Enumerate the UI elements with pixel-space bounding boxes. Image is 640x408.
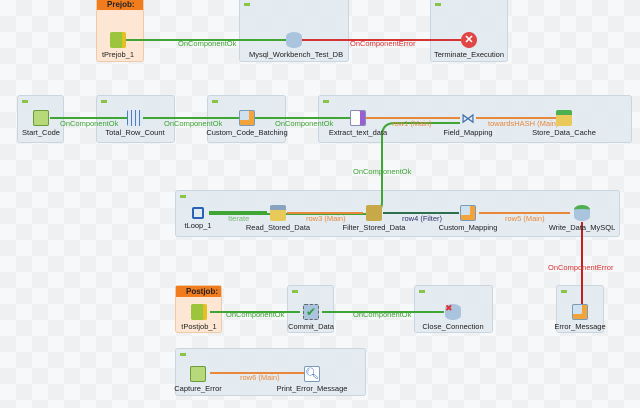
postjob-header: Postjob: xyxy=(176,286,221,297)
extract-subjob[interactable] xyxy=(318,95,632,143)
component-loop[interactable]: tLoop_1 xyxy=(153,205,243,230)
collapse-icon[interactable] xyxy=(419,290,425,293)
prejob-header: Prejob: xyxy=(97,0,143,10)
map-icon: ⋈ xyxy=(461,110,475,126)
component-print[interactable]: 🔍︎ Print_Error_Message xyxy=(267,366,357,393)
component-label: Capture_Error xyxy=(174,384,222,393)
component-label: Close_Connection xyxy=(422,322,484,331)
error-x-icon: ✕ xyxy=(461,32,477,48)
component-read[interactable]: Read_Stored_Data xyxy=(233,205,323,232)
postjob-subjob[interactable]: Postjob: xyxy=(175,285,222,333)
collapse-icon[interactable] xyxy=(101,100,107,103)
file-input-icon xyxy=(350,110,366,126)
java-row-icon xyxy=(460,205,476,221)
collapse-icon[interactable] xyxy=(435,3,441,6)
collapse-icon[interactable] xyxy=(212,100,218,103)
component-label: tLoop_1 xyxy=(184,221,212,230)
close-connection-icon: ✖ xyxy=(445,304,461,320)
component-store[interactable]: Store_Data_Cache xyxy=(519,110,609,137)
component-errmsg[interactable]: Error_Message xyxy=(535,304,625,331)
collapse-icon[interactable] xyxy=(244,3,250,6)
component-filter[interactable]: Filter_Stored_Data xyxy=(329,205,419,232)
link-label: row1 (Main) xyxy=(392,119,432,128)
component-write[interactable]: Write_Data_MySQL xyxy=(537,205,627,232)
hash-output-icon xyxy=(556,110,572,126)
java-code-icon xyxy=(33,110,49,126)
collapse-icon[interactable] xyxy=(323,100,329,103)
link-label: OnComponentOk xyxy=(353,310,412,319)
hash-input-icon xyxy=(270,205,286,221)
link-label: OnComponentOk xyxy=(164,119,223,128)
link-label: row5 (Main) xyxy=(505,214,545,223)
component-label: Field_Mapping xyxy=(443,128,493,137)
java-code-icon xyxy=(239,110,255,126)
component-custom[interactable]: Custom_Code_Batching xyxy=(202,110,292,137)
component-label: Filter_Stored_Data xyxy=(342,223,406,232)
link-label: OnComponentOk xyxy=(178,39,237,48)
commit-icon: ✔ xyxy=(303,304,319,320)
collapse-icon[interactable] xyxy=(561,290,567,293)
component-label: Print_Error_Message xyxy=(276,384,348,393)
log-catcher-icon xyxy=(190,366,206,382)
component-fieldmap[interactable]: ⋈ Field_Mapping xyxy=(423,110,513,137)
component-label: Read_Stored_Data xyxy=(245,223,311,232)
table-icon xyxy=(127,110,143,126)
component-start[interactable]: Start_Code xyxy=(0,110,86,137)
component-label: Extract_text_data xyxy=(328,128,388,137)
component-label: Store_Data_Cache xyxy=(532,128,596,137)
link-label: towardsHASH (Main) xyxy=(488,119,559,128)
component-label: Total_Row_Count xyxy=(105,128,165,137)
component-label: tPrejob_1 xyxy=(101,50,135,59)
component-postjob[interactable]: tPostjob_1 xyxy=(154,304,244,331)
log-row-icon: 🔍︎ xyxy=(304,366,320,382)
database-connection-icon xyxy=(286,32,302,48)
component-commit[interactable]: ✔ Commit_Data xyxy=(266,304,356,331)
link-label: OnComponentOk xyxy=(353,167,412,176)
component-terminate[interactable]: ✕ Terminate_Execution xyxy=(424,32,514,59)
java-code-icon xyxy=(572,304,588,320)
component-capture[interactable]: Capture_Error xyxy=(153,366,243,393)
database-output-icon xyxy=(574,205,590,221)
component-close[interactable]: ✖ Close_Connection xyxy=(408,304,498,332)
component-total[interactable]: Total_Row_Count xyxy=(90,110,180,137)
component-label: Write_Data_MySQL xyxy=(548,223,616,232)
component-label: Terminate_Execution xyxy=(433,50,505,59)
component-label: Commit_Data xyxy=(288,322,334,331)
prejob-subjob[interactable]: Prejob: xyxy=(96,0,144,62)
loop-icon xyxy=(192,207,204,219)
component-cmap[interactable]: Custom_Mapping xyxy=(423,205,513,232)
link-label: row4 (Filter) xyxy=(402,214,443,223)
link-label: OnComponentOk xyxy=(60,119,119,128)
collapse-icon[interactable] xyxy=(22,100,28,103)
terminate-subjob[interactable] xyxy=(430,0,508,62)
component-label: tPostjob_1 xyxy=(181,322,217,331)
component-label: Custom_Code_Batching xyxy=(206,128,288,137)
component-label: Custom_Mapping xyxy=(438,223,498,232)
component-label: Error_Message xyxy=(554,322,606,331)
link-label: OnComponentOk xyxy=(275,119,334,128)
prejob-icon xyxy=(110,32,126,48)
collapse-icon[interactable] xyxy=(180,195,186,198)
link-label: Iterate xyxy=(228,214,250,223)
postjob-icon xyxy=(191,304,207,320)
filter-icon xyxy=(366,205,382,221)
link-label: OnComponentOk xyxy=(226,310,285,319)
component-mysql[interactable]: Mysql_Workbench_Test_DB xyxy=(249,32,344,59)
mysql-subjob[interactable] xyxy=(239,0,349,62)
link-label: row6 (Main) xyxy=(240,373,280,382)
link-label: OnComponentError xyxy=(548,263,614,272)
component-label: Start_Code xyxy=(22,128,60,137)
component-tprejob[interactable]: tPrejob_1 xyxy=(73,32,163,59)
link-label: OnComponentError xyxy=(350,39,416,48)
collapse-icon[interactable] xyxy=(292,290,298,293)
component-label: Mysql_Workbench_Test_DB xyxy=(249,50,344,59)
collapse-icon[interactable] xyxy=(180,353,186,356)
link-label: row3 (Main) xyxy=(306,214,346,223)
component-extract[interactable]: Extract_text_data xyxy=(313,110,403,137)
